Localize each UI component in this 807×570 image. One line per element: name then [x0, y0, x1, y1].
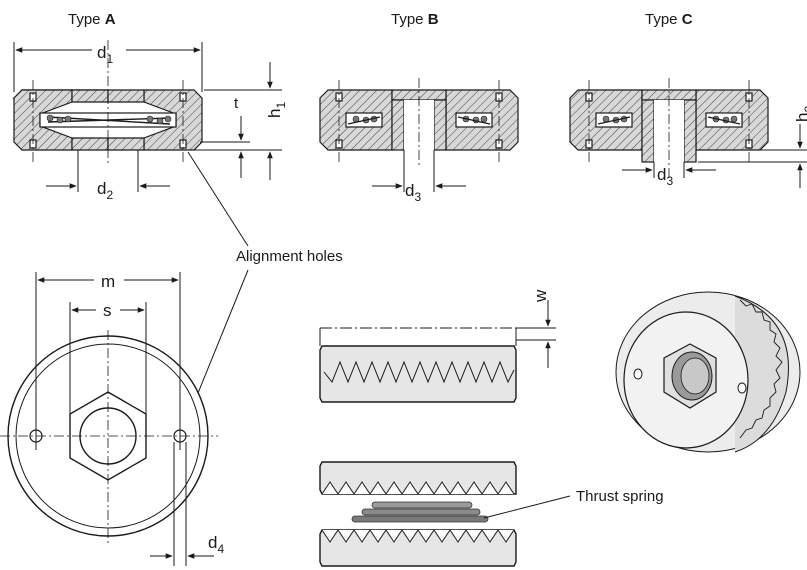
- type-c-section-view: [569, 78, 769, 178]
- dim-d3-type-b: d3: [405, 181, 421, 204]
- type-b-section-view: [319, 78, 519, 165]
- dim-d4: d4: [208, 533, 224, 556]
- plan-view: [0, 330, 218, 545]
- type-a-section-view: [12, 40, 203, 165]
- alignment-holes-label: Alignment holes: [236, 248, 343, 265]
- type-b-label: Type B: [391, 11, 439, 28]
- dim-h2: h2: [793, 106, 807, 122]
- exploded-view: [319, 461, 517, 567]
- type-c-label: Type C: [645, 11, 693, 28]
- dim-d1: d1: [97, 43, 113, 66]
- thrust-spring: [351, 501, 489, 523]
- isometric-view: [615, 291, 801, 453]
- dim-w: w: [531, 289, 550, 303]
- type-a-label: Type A: [68, 11, 116, 28]
- dim-h1: h1: [265, 102, 288, 118]
- side-view-assembled: [319, 327, 556, 403]
- dim-t: t: [234, 95, 239, 112]
- dim-m: m: [101, 272, 115, 291]
- dim-d3-type-c: d3: [657, 165, 673, 188]
- dim-s: s: [103, 301, 112, 320]
- thrust-spring-label: Thrust spring: [576, 488, 664, 505]
- dim-d2: d2: [97, 179, 113, 202]
